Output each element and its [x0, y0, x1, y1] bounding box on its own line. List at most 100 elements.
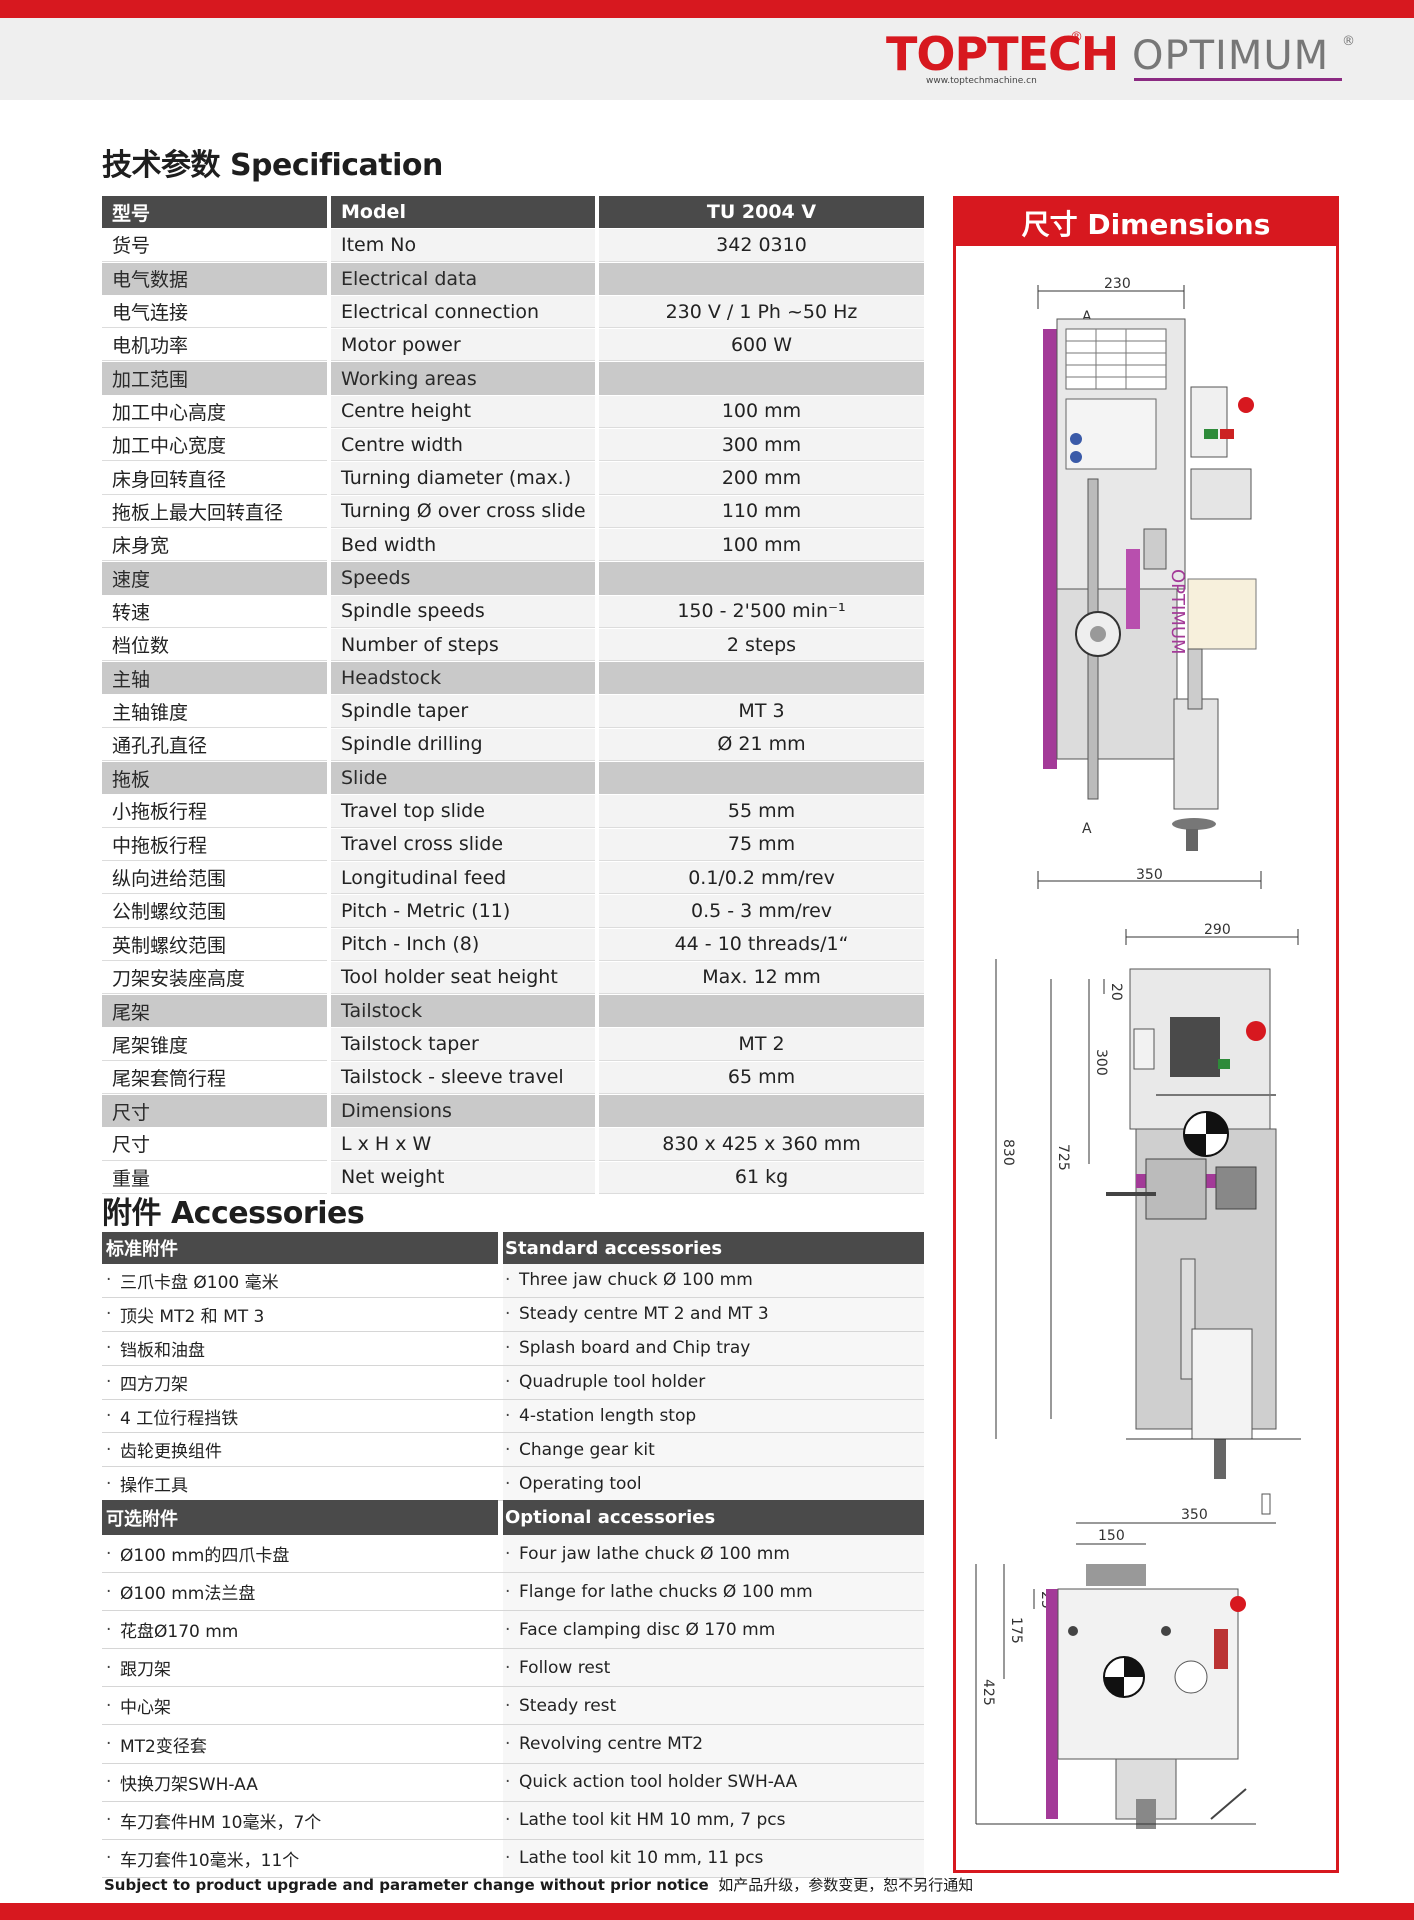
accessory-cn: ·Ø100 mm的四爪卡盘 [102, 1535, 498, 1573]
lever-tip [1261, 1493, 1271, 1515]
spec-value [599, 562, 924, 595]
tailstock-body-top [1191, 1328, 1253, 1440]
accessory-cn-text: 车刀套件HM 10毫米，7个 [120, 1812, 322, 1833]
spec-cn: 拖板 [102, 762, 327, 795]
spec-cn: 床身回转直径 [102, 462, 327, 495]
accessory-en: ·4-station length stop [503, 1399, 924, 1433]
spec-cn: 通孔孔直径 [102, 728, 327, 762]
bullet-icon: · [106, 1338, 112, 1359]
blue-knob [1070, 433, 1082, 445]
spec-en: Dimensions [331, 1095, 595, 1128]
accessory-en-text: Steady rest [519, 1695, 617, 1716]
accessory-en: ·Four jaw lathe chuck Ø 100 mm [503, 1535, 924, 1573]
registered-mark: ® [1070, 30, 1083, 45]
bullet-icon: · [106, 1772, 112, 1793]
bullet-icon: · [106, 1473, 112, 1494]
center-mark-quadrant [1206, 1112, 1228, 1134]
spec-value: 65 mm [599, 1061, 924, 1095]
spec-en: Spindle drilling [331, 728, 595, 762]
spec-en: Bed width [331, 528, 595, 562]
bullet-icon: · [106, 1657, 112, 1678]
carriage-purple [1126, 549, 1140, 629]
accessory-row: ·快换刀架SWH-AA·Quick action tool holder SWH… [102, 1763, 924, 1802]
bottom-red-bar [0, 1903, 1414, 1920]
spec-en: Tailstock taper [331, 1028, 595, 1061]
accessory-cn-text: MT2变径套 [120, 1736, 207, 1757]
optional-accessories-table: 可选附件 Optional accessories ·Ø100 mm的四爪卡盘·… [102, 1500, 924, 1878]
bullet-icon: · [505, 1695, 511, 1716]
splash-board [1043, 329, 1057, 769]
view-top: 290 830 725 300 20 [995, 922, 1301, 1479]
spec-value: 55 mm [599, 795, 924, 828]
motor-end [1086, 1564, 1146, 1586]
spec-en: Pitch - Inch (8) [331, 928, 595, 961]
spec-cn: 电气连接 [102, 295, 327, 329]
optional-header-cn: 可选附件 [102, 1500, 498, 1535]
accessory-cn-text: 花盘Ø170 mm [120, 1622, 239, 1643]
accessory-en-text: 4-station length stop [519, 1406, 697, 1426]
spec-en: Electrical data [331, 262, 595, 295]
motor-housing [1190, 468, 1252, 520]
spec-en: Electrical connection [331, 295, 595, 329]
spec-value: 100 mm [599, 395, 924, 429]
spec-cn: 纵向进给范围 [102, 861, 327, 895]
emergency-stop [1230, 1596, 1246, 1612]
spec-en: Centre height [331, 395, 595, 429]
tool-post-top [1215, 1166, 1257, 1210]
bullet-icon: · [106, 1695, 112, 1716]
accessory-cn-text: 顶尖 MT2 和 MT 3 [120, 1306, 265, 1327]
spec-en: Number of steps [331, 628, 595, 662]
bullet-icon: · [106, 1848, 112, 1869]
spec-cn: 电机功率 [102, 329, 327, 362]
spec-cn: 重量 [102, 1161, 327, 1194]
dim-label-175: 175 [1008, 1617, 1024, 1644]
bullet-icon: · [505, 1657, 511, 1678]
accessory-row: ·Ø100 mm法兰盘·Flange for lathe chucks Ø 10… [102, 1573, 924, 1612]
accessory-en: ·Three jaw chuck Ø 100 mm [503, 1264, 924, 1297]
tailstock-handle-top [1214, 1439, 1226, 1479]
spec-en: Turning diameter (max.) [331, 462, 595, 495]
accessory-en: · Steady rest [503, 1687, 924, 1725]
spec-header-row: 型号 Model TU 2004 V [102, 196, 924, 230]
spec-en: Item No [331, 229, 595, 262]
plate-grid [1066, 329, 1166, 389]
spec-header-cn: 型号 [102, 196, 327, 229]
bullet-icon: · [106, 1270, 112, 1291]
spec-cn: 速度 [102, 562, 327, 595]
spec-cn: 主轴 [102, 662, 327, 695]
accessory-cn-text: 操作工具 [120, 1476, 188, 1497]
spec-value: 150 - 2'500 min⁻¹ [599, 595, 924, 628]
accessory-row: ·Ø100 mm的四爪卡盘·Four jaw lathe chuck Ø 100… [102, 1535, 924, 1574]
spec-value: 342 0310 [599, 229, 924, 262]
splash-board-end [1046, 1589, 1058, 1819]
optimum-logo: OPTIMUM ® [1132, 32, 1362, 84]
accessory-row: ·花盘Ø170 mm·Face clamping disc Ø 170 mm [102, 1611, 924, 1650]
tailstock-end-circle [1174, 1660, 1208, 1694]
section-label-a: A [1082, 821, 1092, 837]
dimensions-title: 尺寸 Dimensions [956, 199, 1336, 246]
accessory-en-text: Quadruple tool holder [519, 1372, 706, 1393]
tailstock [1173, 698, 1219, 810]
accessory-en-text: Three jaw chuck Ø 100 mm [519, 1270, 753, 1291]
center-mark-quadrant [1124, 1657, 1144, 1677]
registered-mark: ® [1342, 34, 1355, 49]
dimension-drawings: 230 A A [975, 276, 1301, 1829]
spec-value: 200 mm [599, 462, 924, 495]
tool-post [1143, 528, 1167, 570]
accessory-row: ·MT2变径套·Revolving centre MT2 [102, 1725, 924, 1764]
blue-knob [1070, 451, 1082, 463]
accessory-cn: ·四方刀架 [102, 1365, 498, 1399]
accessory-cn-text: 跟刀架 [120, 1660, 171, 1681]
optional-body: ·Ø100 mm的四爪卡盘·Four jaw lathe chuck Ø 100… [102, 1535, 924, 1878]
bullet-icon: · [505, 1619, 511, 1640]
accessory-en: ·Change gear kit [503, 1433, 924, 1467]
bullet-icon: · [505, 1473, 511, 1494]
